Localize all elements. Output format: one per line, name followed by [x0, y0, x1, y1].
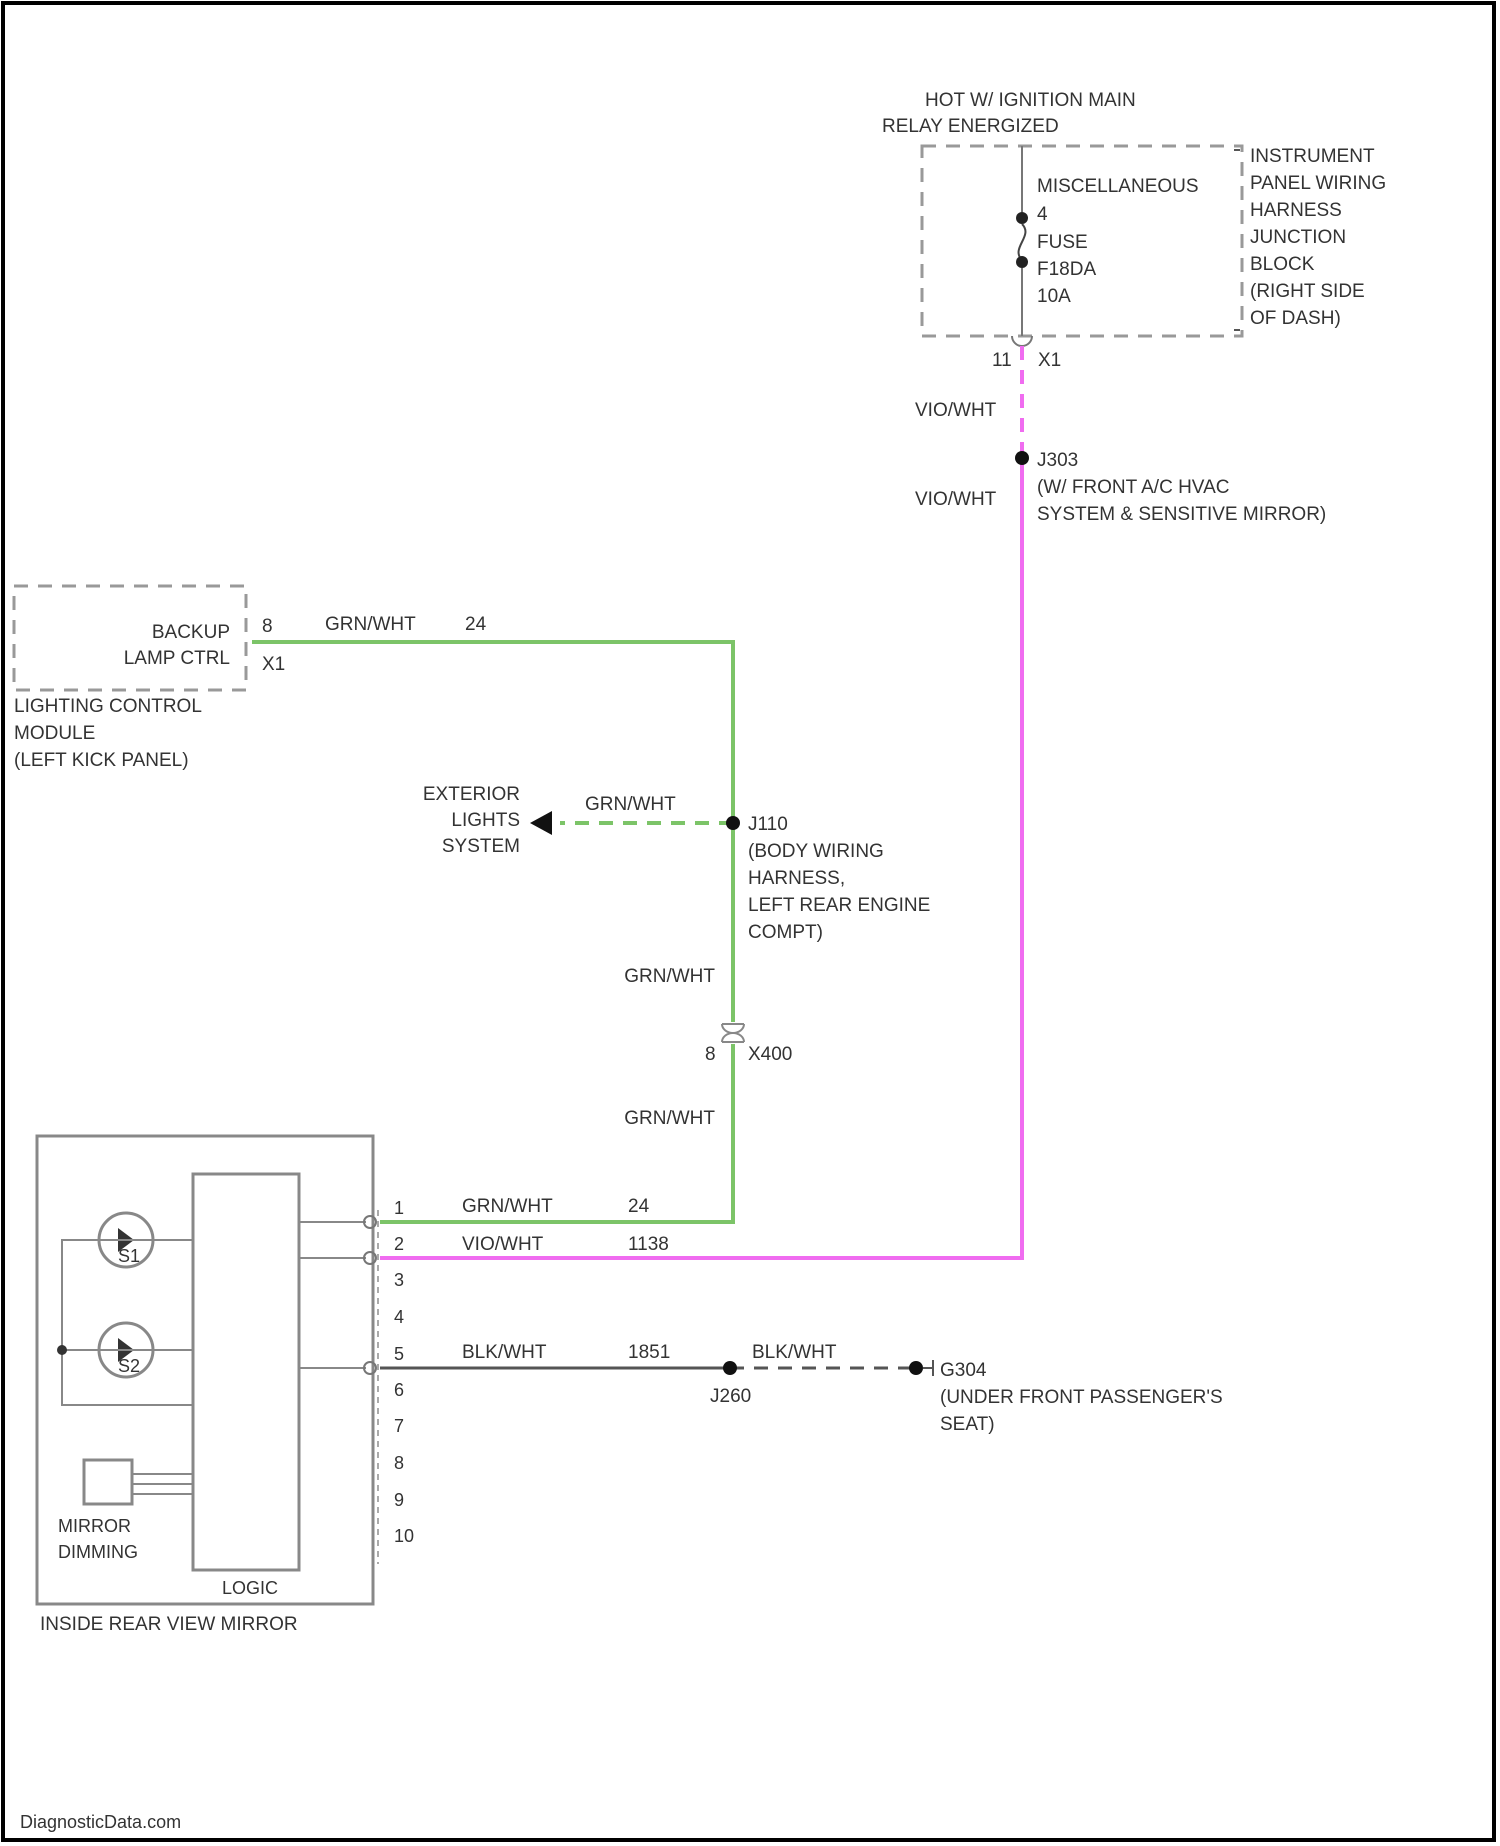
violet-wire-solid [380, 458, 1022, 1258]
x400-wire-below: GRN/WHT [624, 1108, 715, 1129]
fuse-terminal-bottom [1016, 256, 1028, 268]
fuse-line-2: 4 [1037, 204, 1048, 225]
splice-j110-wire-below: GRN/WHT [624, 966, 715, 987]
power-header-line-1: HOT W/ IGNITION MAIN [925, 90, 1136, 111]
junction-block-line-3: HARNESS [1250, 200, 1342, 221]
junction-block-line-6: (RIGHT SIDE [1250, 281, 1365, 302]
fuse-line-5: 10A [1037, 286, 1071, 307]
green-wire-upper [252, 642, 733, 1022]
pin2-wire-circuit: 1138 [628, 1234, 669, 1255]
splice-j260-dot [723, 1361, 737, 1375]
mirror-dimming-line-1: MIRROR [58, 1516, 131, 1536]
junction-block-line-1: INSTRUMENT [1250, 146, 1375, 167]
lighting-wire-color: GRN/WHT [325, 614, 416, 635]
mirror-pin-1: 1 [394, 1198, 404, 1218]
power-header-line-2: RELAY ENERGIZED [882, 116, 1059, 137]
ground-symbol [923, 1360, 933, 1376]
sensor-s2-label: S2 [118, 1356, 140, 1376]
fuse-terminal-top [1016, 212, 1028, 224]
pin5-wire-color: BLK/WHT [462, 1342, 547, 1363]
splice-j303-line-3: SYSTEM & SENSITIVE MIRROR) [1037, 504, 1326, 525]
junction-block-line-5: BLOCK [1250, 254, 1315, 275]
power-pin: 11 [992, 350, 1012, 371]
mirror-pin-3: 3 [394, 1270, 404, 1290]
mirror-pin-7: 7 [394, 1416, 404, 1436]
mirror-name: INSIDE REAR VIEW MIRROR [40, 1614, 298, 1635]
mirror-dimming-line-2: DIMMING [58, 1542, 138, 1562]
connector-x400-arcs [722, 1024, 744, 1042]
mirror-pin-10: 10 [394, 1526, 414, 1546]
splice-j260-label: J260 [710, 1386, 751, 1407]
splice-j110-dot [726, 816, 740, 830]
exterior-lights-line-3: SYSTEM [442, 836, 520, 857]
junction-block-line-4: JUNCTION [1250, 227, 1346, 248]
mirror-logic-box [193, 1174, 299, 1570]
exterior-lights-wire-color: GRN/WHT [585, 794, 676, 815]
junction-bracket [1234, 150, 1240, 330]
ground-g304-dot [909, 1361, 923, 1375]
junction-block-line-2: PANEL WIRING [1250, 173, 1386, 194]
splice-j110-line-3: HARNESS, [748, 868, 845, 889]
lighting-module-name-2: MODULE [14, 723, 95, 744]
power-connector: X1 [1038, 350, 1061, 371]
ground-name: G304 [940, 1360, 987, 1381]
pin5-wire-circuit: 1851 [628, 1342, 670, 1363]
x400-pin: 8 [705, 1044, 716, 1065]
exterior-lights-arrow [530, 811, 552, 835]
fuse-line-1: MISCELLANEOUS [1037, 176, 1199, 197]
lighting-module-connector: X1 [262, 654, 285, 675]
ground-location-line-2: SEAT) [940, 1414, 995, 1435]
ground-location-line-1: (UNDER FRONT PASSENGER'S [940, 1387, 1223, 1408]
fuse-line-3: FUSE [1037, 232, 1088, 253]
splice-j303-line-2: (W/ FRONT A/C HVAC [1037, 477, 1229, 498]
mirror-pin-4: 4 [394, 1307, 404, 1327]
lighting-control-module: BACKUP LAMP CTRL 8 X1 LIGHTING CONTROL M… [14, 586, 285, 771]
fuse-line-4: F18DA [1037, 259, 1096, 280]
x400-connector: X400 [748, 1044, 792, 1065]
pin1-wire-circuit: 24 [628, 1196, 650, 1217]
junction-block-line-7: OF DASH) [1250, 308, 1341, 329]
pin1-wire-color: GRN/WHT [462, 1196, 553, 1217]
violet-wire-upper-label: VIO/WHT [915, 400, 997, 421]
mirror-pin-5: 5 [394, 1344, 404, 1364]
lighting-module-name-3: (LEFT KICK PANEL) [14, 750, 189, 771]
mirror-logic-label: LOGIC [222, 1578, 278, 1598]
footer-watermark: DiagnosticData.com [20, 1812, 181, 1832]
violet-wire-lower-label: VIO/WHT [915, 489, 997, 510]
sensor-junction-dot [57, 1345, 67, 1355]
splice-j303-dot [1015, 451, 1029, 465]
lighting-module-function-1: BACKUP [152, 622, 230, 643]
mirror-pin-6: 6 [394, 1380, 404, 1400]
mirror-pin-9: 9 [394, 1490, 404, 1510]
fuse-symbol [1019, 224, 1026, 260]
mirror-pin-8: 8 [394, 1453, 404, 1473]
power-source: HOT W/ IGNITION MAIN RELAY ENERGIZED MIS… [882, 90, 1386, 371]
mirror-component: LOGIC INSIDE REAR VIEW MIRROR S1 S2 MIRR… [37, 1136, 414, 1635]
splice-j303-line-1: J303 [1037, 450, 1078, 471]
mirror-dimming-element [84, 1460, 132, 1504]
splice-j110-line-4: LEFT REAR ENGINE [748, 895, 930, 916]
exterior-lights-line-1: EXTERIOR [423, 784, 520, 805]
lighting-module-pin: 8 [262, 616, 273, 637]
splice-j110-line-1: J110 [748, 814, 788, 835]
green-wire-lower [380, 1044, 733, 1222]
lighting-module-function-2: LAMP CTRL [124, 648, 230, 669]
exterior-lights-line-2: LIGHTS [451, 810, 520, 831]
pin2-wire-color: VIO/WHT [462, 1234, 544, 1255]
splice-j110-line-5: COMPT) [748, 922, 823, 943]
sensor-s1-label: S1 [118, 1246, 140, 1266]
splice-j110-line-2: (BODY WIRING [748, 841, 884, 862]
ground-wire-color: BLK/WHT [752, 1342, 837, 1363]
mirror-pin-2: 2 [394, 1234, 404, 1254]
lighting-wire-circuit: 24 [465, 614, 487, 635]
lighting-module-name-1: LIGHTING CONTROL [14, 696, 202, 717]
